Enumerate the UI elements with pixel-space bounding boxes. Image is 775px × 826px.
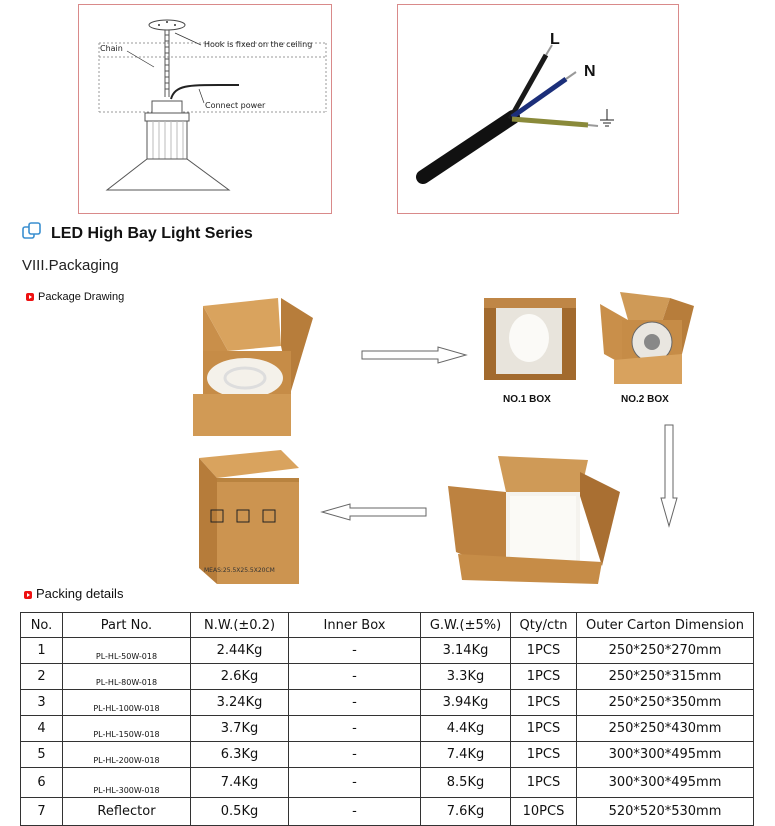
chain-label: Chain bbox=[100, 44, 123, 53]
table-row: 6 PL-HL-300W-018 7.4Kg - 8.5Kg 1PCS 300*… bbox=[20, 767, 754, 798]
col-header-no: No. bbox=[20, 612, 63, 638]
table-row: 1 PL-HL-50W-018 2.44Kg - 3.14Kg 1PCS 250… bbox=[20, 637, 754, 664]
cell-no: 6 bbox=[20, 767, 63, 798]
cell-inner-box: - bbox=[288, 741, 421, 768]
series-logo-icon bbox=[22, 222, 41, 239]
high-bay-fixture-drawing bbox=[98, 19, 327, 191]
section-heading: VIII.Packaging bbox=[22, 257, 119, 274]
neutral-wire-label: N bbox=[584, 63, 596, 80]
cell-inner-box: - bbox=[288, 637, 421, 664]
col-header-outer-carton: Outer Carton Dimension bbox=[576, 612, 754, 638]
live-wire-label: L bbox=[550, 31, 560, 48]
col-header-gw: G.W.(±5%) bbox=[420, 612, 511, 638]
table-row: 4 PL-HL-150W-018 3.7Kg - 4.4Kg 1PCS 250*… bbox=[20, 715, 754, 742]
cell-gw: 3.3Kg bbox=[420, 663, 511, 690]
cell-qty: 1PCS bbox=[510, 741, 577, 768]
cell-nw: 2.44Kg bbox=[190, 637, 289, 664]
cell-gw: 3.14Kg bbox=[420, 637, 511, 664]
cell-outer-carton: 250*250*430mm bbox=[576, 715, 754, 742]
package-drawing-heading: Package Drawing bbox=[26, 291, 124, 303]
cell-nw: 3.7Kg bbox=[190, 715, 289, 742]
down-arrow-icon bbox=[660, 424, 678, 528]
packing-details-heading: Packing details bbox=[24, 586, 123, 601]
cell-part-no: PL-HL-100W-018 bbox=[62, 689, 191, 716]
table-row: 5 PL-HL-200W-018 6.3Kg - 7.4Kg 1PCS 300*… bbox=[20, 741, 754, 768]
cell-outer-carton: 250*250*315mm bbox=[576, 663, 754, 690]
col-header-part-no: Part No. bbox=[62, 612, 191, 638]
cell-gw: 8.5Kg bbox=[420, 767, 511, 798]
cell-inner-box: - bbox=[288, 797, 421, 826]
cell-outer-carton: 250*250*350mm bbox=[576, 689, 754, 716]
cell-gw: 7.4Kg bbox=[420, 741, 511, 768]
cell-no: 4 bbox=[20, 715, 63, 742]
cell-qty: 10PCS bbox=[510, 797, 577, 826]
carton-meas-label: MEAS:25.5X25.5X20CM bbox=[204, 567, 275, 574]
cell-qty: 1PCS bbox=[510, 663, 577, 690]
red-bullet-icon bbox=[26, 293, 34, 301]
col-header-nw: N.W.(±0.2) bbox=[190, 612, 289, 638]
col-header-qty: Qty/ctn bbox=[510, 612, 577, 638]
table-row: 2 PL-HL-80W-018 2.6Kg - 3.3Kg 1PCS 250*2… bbox=[20, 663, 754, 690]
large-open-box-image bbox=[448, 456, 620, 584]
no1-box-label: NO.1 BOX bbox=[503, 394, 551, 405]
cell-part-no: Reflector bbox=[62, 797, 191, 826]
cell-outer-carton: 300*300*495mm bbox=[576, 741, 754, 768]
cell-no: 2 bbox=[20, 663, 63, 690]
cell-gw: 4.4Kg bbox=[420, 715, 511, 742]
cell-nw: 7.4Kg bbox=[190, 767, 289, 798]
cell-outer-carton: 300*300*495mm bbox=[576, 767, 754, 798]
cell-outer-carton: 250*250*270mm bbox=[576, 637, 754, 664]
cell-qty: 1PCS bbox=[510, 715, 577, 742]
cell-inner-box: - bbox=[288, 715, 421, 742]
cell-qty: 1PCS bbox=[510, 637, 577, 664]
table-row: 7 Reflector 0.5Kg - 7.6Kg 10PCS 520*520*… bbox=[20, 797, 754, 826]
no2-box-label: NO.2 BOX bbox=[621, 394, 669, 405]
cell-part-no: PL-HL-200W-018 bbox=[62, 741, 191, 768]
cell-nw: 2.6Kg bbox=[190, 663, 289, 690]
packing-table: No. Part No. N.W.(±0.2) Inner Box G.W.(±… bbox=[20, 612, 754, 826]
cell-no: 7 bbox=[20, 797, 63, 826]
earth-ground-icon bbox=[600, 109, 614, 127]
closed-carton-image bbox=[199, 450, 299, 584]
left-arrow-icon bbox=[320, 503, 427, 521]
cell-no: 1 bbox=[20, 637, 63, 664]
table-row: 3 PL-HL-100W-018 3.24Kg - 3.94Kg 1PCS 25… bbox=[20, 689, 754, 716]
cell-inner-box: - bbox=[288, 689, 421, 716]
cell-part-no: PL-HL-80W-018 bbox=[62, 663, 191, 690]
cell-no: 3 bbox=[20, 689, 63, 716]
cell-part-no: PL-HL-150W-018 bbox=[62, 715, 191, 742]
no1-box-image bbox=[484, 298, 576, 380]
cell-part-no: PL-HL-300W-018 bbox=[62, 767, 191, 798]
cell-outer-carton: 520*520*530mm bbox=[576, 797, 754, 826]
hook-label: Hook is fixed on the ceiling bbox=[204, 40, 313, 49]
cell-inner-box: - bbox=[288, 663, 421, 690]
cell-nw: 6.3Kg bbox=[190, 741, 289, 768]
cell-nw: 0.5Kg bbox=[190, 797, 289, 826]
open-box-with-foam bbox=[193, 298, 313, 436]
table-header-row: No. Part No. N.W.(±0.2) Inner Box G.W.(±… bbox=[20, 612, 754, 638]
col-header-inner-box: Inner Box bbox=[288, 612, 421, 638]
cell-no: 5 bbox=[20, 741, 63, 768]
right-arrow-icon bbox=[361, 346, 468, 364]
power-label: Connect power bbox=[205, 101, 266, 110]
wire-diagram: L N bbox=[397, 4, 679, 214]
no2-box-image bbox=[600, 292, 694, 384]
fixture-diagram: Chain Hook is fixed on the ceiling Conne… bbox=[78, 4, 332, 214]
page-title: LED High Bay Light Series bbox=[51, 225, 253, 242]
power-cable-drawing bbox=[416, 44, 599, 184]
cell-gw: 7.6Kg bbox=[420, 797, 511, 826]
cell-qty: 1PCS bbox=[510, 689, 577, 716]
cell-nw: 3.24Kg bbox=[190, 689, 289, 716]
cell-gw: 3.94Kg bbox=[420, 689, 511, 716]
cell-part-no: PL-HL-50W-018 bbox=[62, 637, 191, 664]
cell-qty: 1PCS bbox=[510, 767, 577, 798]
red-bullet-icon bbox=[24, 591, 32, 599]
cell-inner-box: - bbox=[288, 767, 421, 798]
